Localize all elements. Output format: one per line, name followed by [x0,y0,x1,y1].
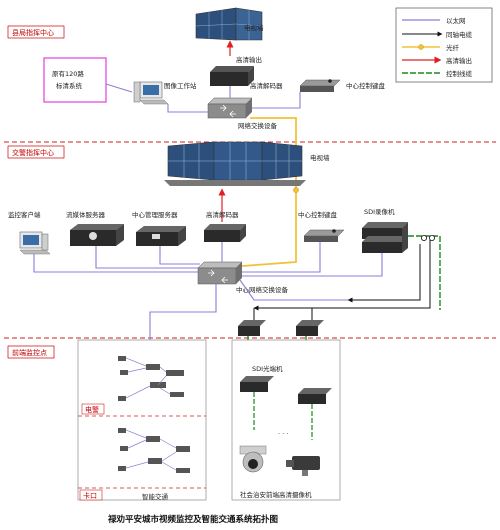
hd-decoder-mid: 高清解码器 [204,210,246,242]
video-wall-top-label: 电视墙 [244,23,264,32]
link-switch-keyboard-top [252,92,301,109]
sdi-optical-box-2 [298,388,332,404]
image-workstation: 图像工作站 [133,81,197,105]
frontend-social-panel: SDI光端机 · · · 社会治安前端高清摄像机 [231,339,341,501]
e-police-tag: 电警 [85,405,99,414]
svg-text:前端监控点: 前端监控点 [12,348,47,357]
box-camera [286,456,320,476]
central-keyboard-mid: 中心控制键盘 [298,210,345,242]
sdi-optical-unit-a [238,320,266,336]
network-switch-top: 网络交换设备 [207,97,278,130]
central-server-label: 中心管理服务器 [132,210,178,219]
hd-decoder-top: 高清解码器 [210,66,283,90]
coax-recorder-left [253,240,431,311]
central-switch: 中心网络交换设备 [197,261,289,294]
network-switch-top-label: 网络交换设备 [238,121,278,130]
legend-ethernet-label: 以太网 [446,16,466,25]
control-line-recorder [408,235,441,310]
existing-system-line2: 标清系统 [56,81,83,90]
zone-tag-traffic: 交警指挥中心 [7,145,65,159]
coax-recorder-right [347,244,421,303]
social-cameras-label: 社会治安前端高清摄像机 [240,490,312,499]
legend-control-label: 控制线缆 [446,69,473,78]
ellipsis-label: · · · [278,430,288,438]
monitor-client: 监控客户端 [8,210,51,255]
sdi-optical-label: SDI光端机 [252,364,283,373]
fiber-to-central-switch [241,214,297,267]
existing-system-box: 原有120路 标清系统 [43,57,107,103]
sdi-recorder: SDI录像机 [362,207,408,253]
link-workstation-switch [167,104,208,113]
video-wall-top: 电视墙 [195,7,264,41]
legend: 以太网 同轴电缆 光纤 高清输出 控制线缆 [395,7,493,83]
zone-tag-frontend: 前端监控点 [7,345,55,359]
legend-coax-label: 同轴电缆 [446,30,473,39]
hd-decoder-mid-label: 高清解码器 [206,210,239,219]
hd-decoder-top-label: 高清解码器 [250,81,283,90]
legend-hd-label: 高清输出 [446,56,472,65]
zone-tag-county: 县局指挥中心 [7,25,65,39]
smart-traffic-label: 智能交通 [142,492,169,501]
link-existing-to-workstation [105,83,133,93]
central-switch-label: 中心网络交换设备 [236,285,289,294]
hd-output-top-label: 高清输出 [236,55,262,64]
video-wall-mid-label: 电视墙 [310,153,330,162]
sdi-recorder-label: SDI录像机 [364,207,395,216]
monitor-client-label: 监控客户端 [8,210,41,219]
frontend-traffic-panel: 电警 卡口 智能交通 [77,339,207,501]
sdi-optical-box-1 [240,376,274,392]
sdi-optical-unit-b [296,320,324,336]
media-server: 流媒体服务器 [66,210,124,246]
svg-text:交警指挥中心: 交警指挥中心 [12,148,54,157]
diagram-title: 禄劝平安城市视频监控及智能交通系统拓扑图 [107,514,278,525]
media-server-label: 流媒体服务器 [66,210,106,219]
central-keyboard-top-label: 中心控制键盘 [346,81,386,90]
video-wall-mid: 电视墙 [164,141,330,186]
existing-system-line1: 原有120路 [52,69,84,78]
legend-fiber-label: 光纤 [446,43,460,52]
svg-text:县局指挥中心: 县局指挥中心 [12,28,54,37]
central-server: 中心管理服务器 [132,210,186,246]
checkpoint-tag: 卡口 [83,491,97,500]
image-workstation-label: 图像工作站 [164,81,197,90]
dome-camera [239,445,267,473]
central-keyboard-top: 中心控制键盘 [299,79,386,92]
central-keyboard-mid-label: 中心控制键盘 [298,210,338,219]
ethernet-links-mid [33,242,383,340]
